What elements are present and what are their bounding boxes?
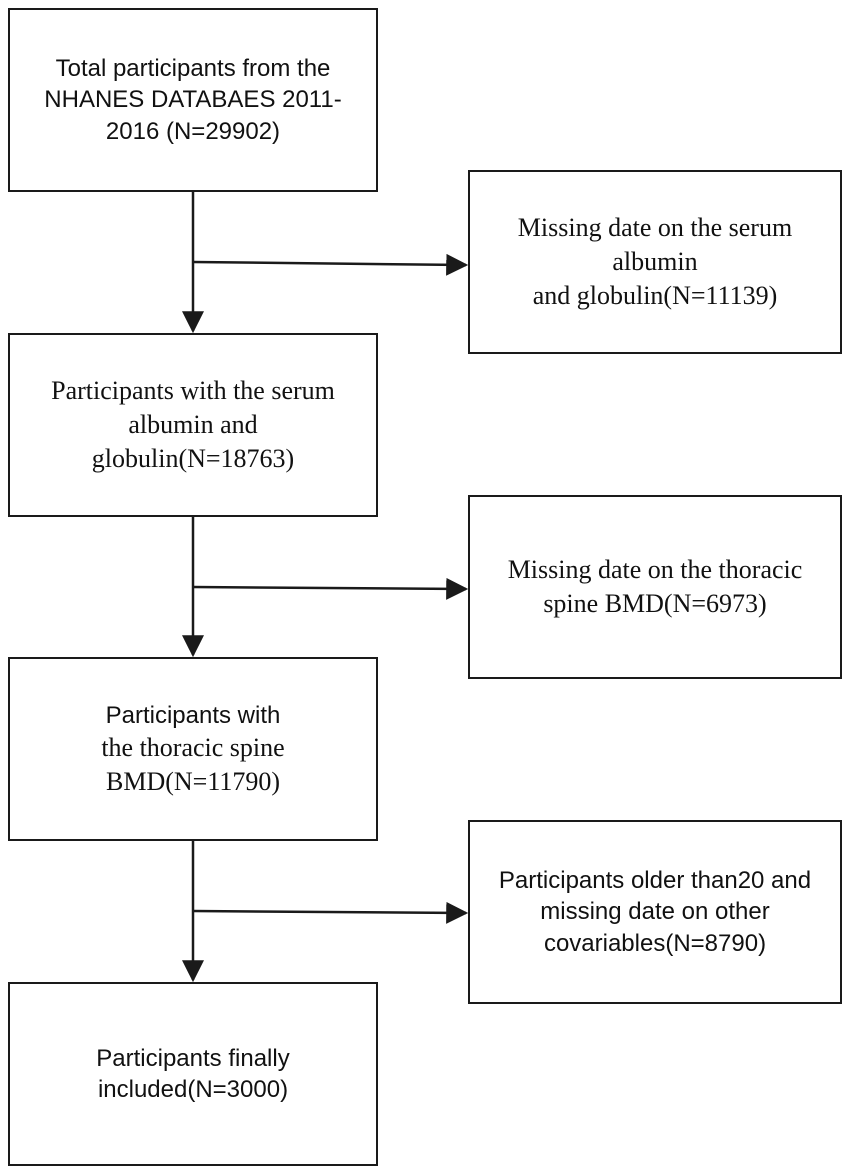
box-line: albumin and [128,410,258,440]
box-line: Participants older than20 and [498,867,812,895]
with-albumin-box: Participants with the serum albumin and … [8,333,378,517]
box-line: Participants with the serum [51,376,335,406]
box-line: included(N=3000) [97,1076,289,1103]
missing-bmd-box: Missing date on the thoracic spine BMD(N… [468,495,842,679]
box-line: and globulin(N=11139) [532,280,778,310]
total-participants-box: Total participants from the NHANES DATAB… [8,8,378,192]
missing-albumin-box: Missing date on the serum albumin and gl… [468,170,842,354]
right-arrow [192,901,469,924]
right-arrow [192,577,469,600]
box-line: Participants with [105,701,281,729]
box-line: the thoracic spine [101,732,285,762]
box-line: NHANES DATABAES 2011- [44,86,342,114]
box-line: missing date on other [540,898,770,926]
box-line: 2016 (N=29902) [105,117,281,145]
final-included-box: Participants finally included(N=3000) [8,982,378,1166]
box-line: covariables(N=8790) [543,929,767,957]
box-line: spine BMD(N=6973) [543,589,767,618]
missing-covariables-box: Participants older than20 and missing da… [468,820,842,1004]
box-line: Missing date on the serum [517,213,793,243]
box-line: Total participants from the [55,55,331,83]
box-line: BMD(N=11790) [105,766,281,796]
with-bmd-box: Participants with the thoracic spine BMD… [8,657,378,841]
box-line: Missing date on the thoracic [507,555,803,585]
box-line: globulin(N=18763) [91,443,295,473]
box-line: Participants finally [96,1044,290,1072]
box-line: albumin [612,247,698,277]
right-arrow [192,253,469,276]
